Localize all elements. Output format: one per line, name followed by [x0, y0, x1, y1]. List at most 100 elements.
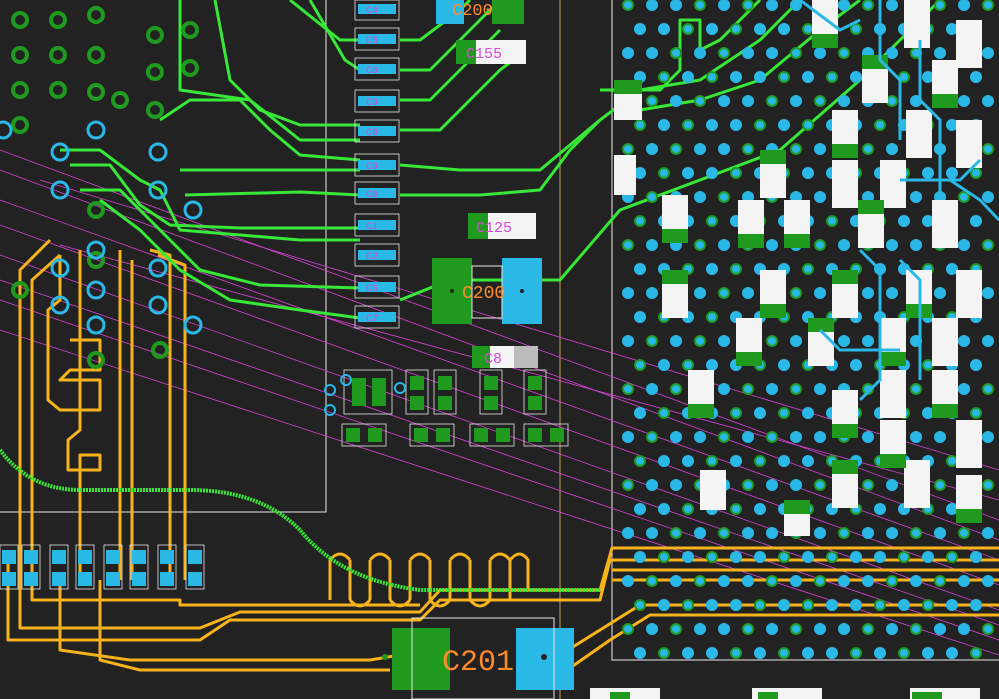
- pad-label: C7: [366, 314, 378, 325]
- bga-via: [634, 455, 646, 467]
- bga-via: [694, 143, 706, 155]
- bga-via: [850, 599, 862, 611]
- pad-label: C5: [366, 36, 378, 47]
- bga-via: [646, 239, 658, 251]
- bga-via: [898, 647, 910, 659]
- bga-via: [886, 527, 898, 539]
- bga-via: [694, 431, 706, 443]
- bga-via: [706, 71, 718, 83]
- bga-via: [958, 0, 970, 11]
- bga-fanout-traces: [799, 0, 999, 402]
- small-component-cluster: [324, 369, 569, 447]
- bga-via: [946, 647, 958, 659]
- component-c200[interactable]: C200: [432, 258, 542, 324]
- component-c201[interactable]: C201: [382, 617, 574, 699]
- bga-via: [958, 575, 970, 587]
- bga-via: [766, 383, 778, 395]
- bga-via: [718, 287, 730, 299]
- bga-via: [730, 407, 742, 419]
- bga-via: [670, 431, 682, 443]
- bga-via: [754, 71, 766, 83]
- bga-via: [766, 95, 778, 107]
- bga-via: [814, 95, 826, 107]
- bga-via: [682, 23, 694, 35]
- bga-via: [886, 95, 898, 107]
- bga-via: [682, 599, 694, 611]
- bga-via: [718, 239, 730, 251]
- bga-via: [634, 311, 646, 323]
- bga-via: [982, 479, 994, 491]
- bga-via: [658, 71, 670, 83]
- bga-via: [682, 551, 694, 563]
- bga-via: [634, 503, 646, 515]
- bga-via: [958, 527, 970, 539]
- bga-via: [898, 215, 910, 227]
- bga-via: [838, 239, 850, 251]
- bga-via: [982, 287, 994, 299]
- pad-column: [354, 0, 400, 329]
- bga-via: [694, 335, 706, 347]
- bga-via: [646, 0, 658, 11]
- bga-via: [730, 71, 742, 83]
- bga-via: [826, 599, 838, 611]
- bga-via: [934, 431, 946, 443]
- bga-via: [802, 647, 814, 659]
- bga-via: [838, 95, 850, 107]
- component-c155[interactable]: C155: [456, 40, 526, 64]
- bga-via: [754, 119, 766, 131]
- pad-label: C9: [366, 162, 378, 173]
- bga-via: [730, 503, 742, 515]
- bga-via: [646, 335, 658, 347]
- bga-via: [622, 575, 634, 587]
- bga-via: [706, 359, 718, 371]
- bga-via: [802, 263, 814, 275]
- bga-via: [826, 71, 838, 83]
- component-c125[interactable]: C125: [468, 213, 536, 239]
- bga-via: [718, 383, 730, 395]
- bga-via: [742, 575, 754, 587]
- bga-via: [850, 551, 862, 563]
- bga-via: [862, 623, 874, 635]
- bga-via: [946, 599, 958, 611]
- bga-via: [934, 0, 946, 11]
- pad-label: C9: [366, 98, 378, 109]
- bga-via: [862, 0, 874, 11]
- bga-via: [694, 527, 706, 539]
- via-field-left: [11, 6, 199, 369]
- bga-via: [730, 455, 742, 467]
- bga-via: [946, 167, 958, 179]
- bga-via: [622, 383, 634, 395]
- bga-via: [886, 143, 898, 155]
- bga-via: [694, 287, 706, 299]
- bga-via: [790, 479, 802, 491]
- bga-via: [730, 23, 742, 35]
- bga-via: [658, 119, 670, 131]
- bga-via: [634, 215, 646, 227]
- bga-via: [946, 263, 958, 275]
- bga-via: [634, 647, 646, 659]
- bga-via: [730, 599, 742, 611]
- bga-via: [958, 191, 970, 203]
- bga-via: [706, 647, 718, 659]
- pad-label: C6: [366, 284, 378, 295]
- bga-via: [934, 47, 946, 59]
- pad-label: C0: [366, 190, 378, 201]
- bga-via: [982, 47, 994, 59]
- bga-via: [742, 431, 754, 443]
- bga-via: [886, 47, 898, 59]
- bga-via: [622, 623, 634, 635]
- bga-via: [646, 479, 658, 491]
- bga-via: [658, 455, 670, 467]
- bga-via: [778, 599, 790, 611]
- bga-via: [862, 287, 874, 299]
- component-c8[interactable]: C8: [472, 346, 538, 368]
- component-c200-top[interactable]: C200: [436, 0, 524, 24]
- bga-via: [694, 239, 706, 251]
- bga-via: [694, 575, 706, 587]
- bga-via: [742, 383, 754, 395]
- bga-via: [910, 431, 922, 443]
- bga-via: [622, 0, 634, 11]
- bga-via: [874, 551, 886, 563]
- bga-via: [670, 527, 682, 539]
